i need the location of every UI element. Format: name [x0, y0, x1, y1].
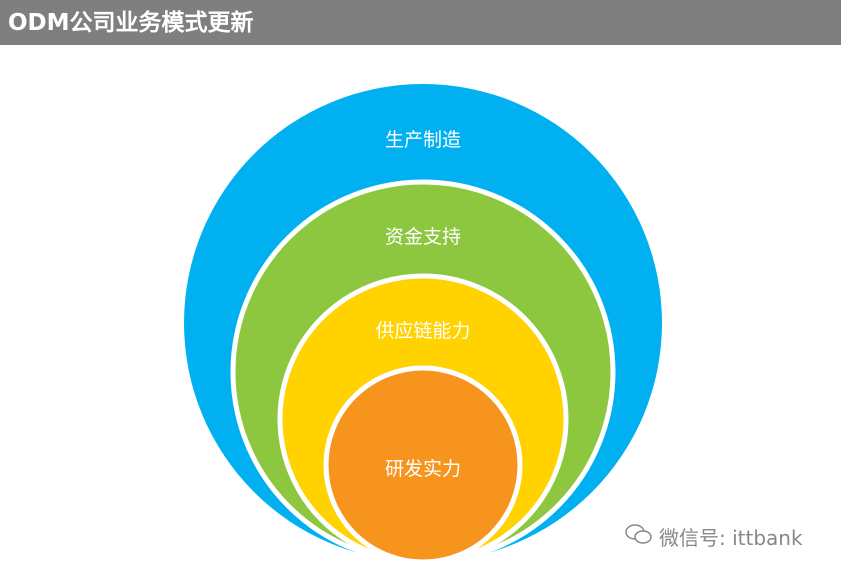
ring-rnd: [323, 365, 523, 565]
label-rnd: 研发实力: [384, 458, 461, 480]
page-title: ODM公司业务模式更新: [8, 10, 254, 36]
header-bar: ODM公司业务模式更新: [0, 0, 841, 45]
watermark: 微信号: ittbank: [625, 522, 803, 551]
label-supply-chain: 供应链能力: [375, 320, 471, 342]
watermark-text: 微信号: ittbank: [659, 526, 803, 550]
wechat-icon: [625, 522, 653, 551]
label-manufacturing: 生产制造: [384, 129, 461, 151]
label-funding: 资金支持: [384, 226, 461, 248]
